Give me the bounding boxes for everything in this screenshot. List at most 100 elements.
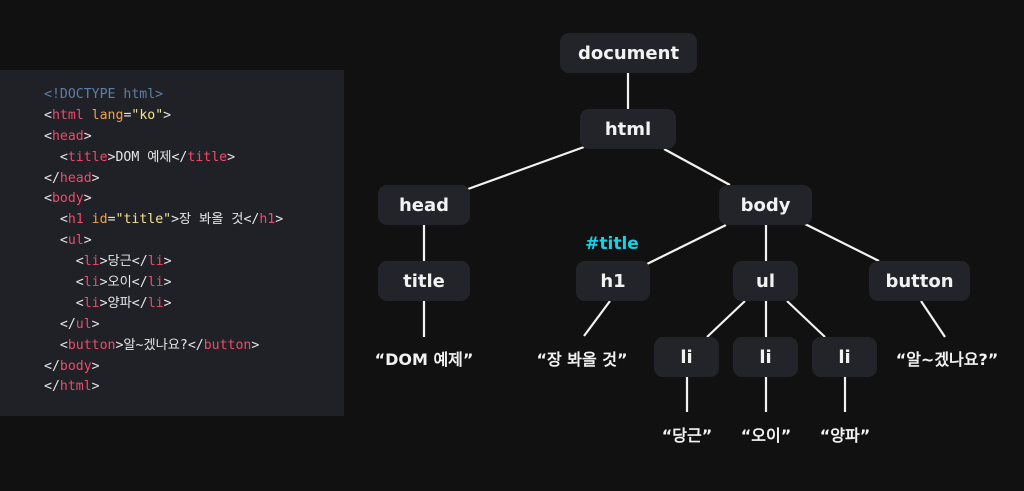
- code-token: title: [67, 149, 108, 165]
- code-token: <!DOCTYPE html>: [44, 87, 164, 102]
- code-token: >: [83, 233, 92, 249]
- code-line: </ul>: [44, 315, 344, 336]
- node-li-3: li: [812, 337, 877, 377]
- id-label-title: #title: [585, 234, 639, 254]
- code-token: >: [275, 212, 284, 228]
- node-li-2: li: [733, 337, 798, 377]
- edge-body-h1: [646, 224, 727, 265]
- code-token: button: [67, 337, 116, 353]
- edge-body-button: [804, 223, 880, 262]
- code-token: li: [147, 275, 164, 291]
- code-token: =: [107, 212, 116, 228]
- code-token: >: [163, 254, 172, 270]
- code-token: li: [83, 275, 100, 291]
- node-title: title: [378, 261, 470, 301]
- code-token: >: [163, 295, 172, 311]
- code-line: <body>: [44, 189, 344, 210]
- edge-h1-text: [583, 300, 611, 337]
- code-token: body: [51, 191, 84, 207]
- edge-html-head: [467, 145, 585, 191]
- code-token: head: [51, 128, 84, 144]
- edge-ul-li3: [786, 300, 826, 338]
- code-token: li: [83, 254, 100, 270]
- code-token: head: [59, 170, 92, 186]
- code-token: >: [91, 358, 100, 374]
- code-token: li: [147, 254, 164, 270]
- edge-html-body: [663, 148, 731, 186]
- code-line: <ul>: [44, 231, 344, 252]
- code-token: >: [91, 170, 100, 186]
- code-line: <li>양파</li>: [44, 294, 344, 315]
- code-token: <: [44, 275, 84, 291]
- node-h1: h1: [576, 261, 650, 301]
- node-document: document: [560, 33, 697, 73]
- code-token: >DOM 예제</: [107, 149, 188, 165]
- code-line: <button>알~겠나요?</button>: [44, 336, 344, 357]
- code-token: body: [59, 358, 92, 374]
- code-token: <: [44, 191, 52, 207]
- code-token: >: [227, 149, 236, 165]
- code-line: <h1 id="title">장 봐올 것</h1>: [44, 210, 344, 231]
- code-token: <: [44, 107, 52, 123]
- code-token: ul: [75, 316, 92, 332]
- code-token: <: [44, 128, 52, 144]
- text-node-title: “DOM 예제”: [374, 350, 474, 369]
- code-line: </body>: [44, 357, 344, 378]
- code-token: li: [147, 295, 164, 311]
- code-token: >당근</: [99, 254, 148, 270]
- code-token: h1: [67, 212, 84, 228]
- code-token: </: [44, 379, 60, 395]
- code-token: button: [203, 337, 252, 353]
- code-token: >알~겠나요?</: [115, 337, 204, 353]
- code-token: </: [44, 170, 60, 186]
- code-token: <: [44, 254, 84, 270]
- code-token: >장 봐올 것</: [171, 212, 260, 228]
- text-node-button: “알~겠나요?”: [895, 350, 999, 369]
- text-node-li-3: “양파”: [819, 426, 871, 445]
- code-line: <html lang="ko">: [44, 106, 344, 127]
- text-node-li-1: “당근”: [661, 426, 713, 445]
- code-token: <: [44, 149, 68, 165]
- code-token: >양파</: [99, 295, 148, 311]
- node-button: button: [869, 261, 970, 301]
- code-token: >: [91, 379, 100, 395]
- code-token: "ko": [131, 107, 164, 123]
- code-token: title: [187, 149, 228, 165]
- code-token: <: [44, 233, 68, 249]
- node-ul: ul: [733, 261, 798, 301]
- code-token: >: [91, 316, 100, 332]
- text-node-h1: “장 봐올 것”: [536, 350, 628, 369]
- code-line: </html>: [44, 377, 344, 398]
- code-token: html: [51, 107, 84, 123]
- code-panel: <!DOCTYPE html><html lang="ko"><head> <t…: [0, 70, 344, 416]
- text-node-li-2: “오이”: [740, 426, 792, 445]
- code-line: <title>DOM 예제</title>: [44, 148, 344, 169]
- node-body: body: [719, 185, 812, 225]
- code-token: >: [251, 337, 260, 353]
- code-line: <!DOCTYPE html>: [44, 85, 344, 106]
- code-token: <: [44, 295, 84, 311]
- code-token: h1: [259, 212, 276, 228]
- code-line: <li>당근</li>: [44, 252, 344, 273]
- code-line: <li>오이</li>: [44, 273, 344, 294]
- code-token: html: [59, 379, 92, 395]
- node-head: head: [378, 185, 470, 225]
- code-token: >: [83, 191, 92, 207]
- code-token: >: [83, 128, 92, 144]
- edge-button-text: [920, 300, 946, 338]
- edge-ul-li1: [706, 300, 746, 338]
- code-token: id: [91, 212, 108, 228]
- code-token: li: [83, 295, 100, 311]
- code-line: <head>: [44, 127, 344, 148]
- code-token: </: [44, 358, 60, 374]
- code-token: ul: [67, 233, 84, 249]
- code-token: <: [44, 212, 68, 228]
- code-token: >오이</: [99, 275, 148, 291]
- code-token: </: [44, 316, 76, 332]
- node-html: html: [580, 109, 676, 149]
- code-token: <: [44, 337, 68, 353]
- code-token: =: [123, 107, 132, 123]
- code-token: lang: [91, 107, 124, 123]
- node-li-1: li: [654, 337, 719, 377]
